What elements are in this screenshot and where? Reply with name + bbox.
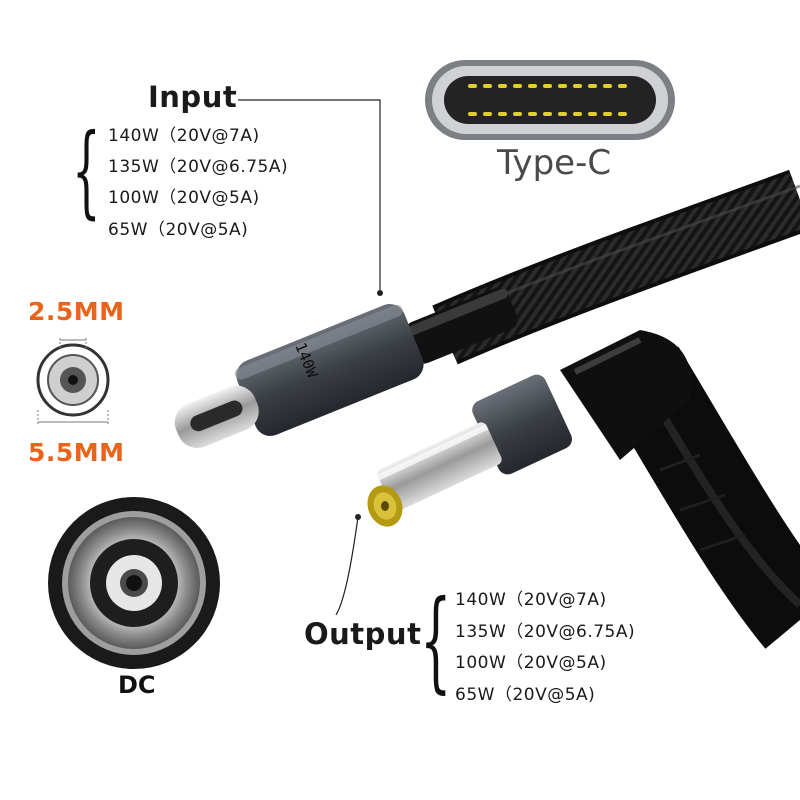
input-spec-2: 135W（20V@6.75A) <box>108 157 289 177</box>
inner-diameter-label: 2.5MM <box>28 297 125 326</box>
type-c-label: Type-C <box>497 143 612 183</box>
outer-diameter-label: 5.5MM <box>28 438 125 467</box>
type-c-strain-relief <box>404 287 518 364</box>
dc-right-angle-head <box>367 330 692 527</box>
input-heading: Input <box>148 80 238 114</box>
dc-size-diagram <box>36 338 110 425</box>
input-spec-3: 100W（20V@5A) <box>108 188 260 208</box>
input-spec-4: 65W（20V@5A) <box>108 220 249 240</box>
type-c-plug <box>174 304 424 449</box>
dc-connector-face <box>48 497 220 669</box>
input-callout-line <box>238 99 383 296</box>
type-c-port-icon <box>425 60 675 140</box>
output-spec-4: 65W（20V@5A) <box>455 685 596 705</box>
output-brace: { <box>420 576 452 704</box>
output-spec-1: 140W（20V@7A) <box>455 590 607 610</box>
output-spec-2: 135W（20V@6.75A) <box>455 622 636 642</box>
output-heading: Output <box>304 617 422 651</box>
output-callout-line <box>335 514 361 616</box>
output-spec-3: 100W（20V@5A) <box>455 653 607 673</box>
input-brace: { <box>72 112 101 229</box>
input-spec-1: 140W（20V@7A) <box>108 126 260 146</box>
dc-label: DC <box>118 671 156 699</box>
